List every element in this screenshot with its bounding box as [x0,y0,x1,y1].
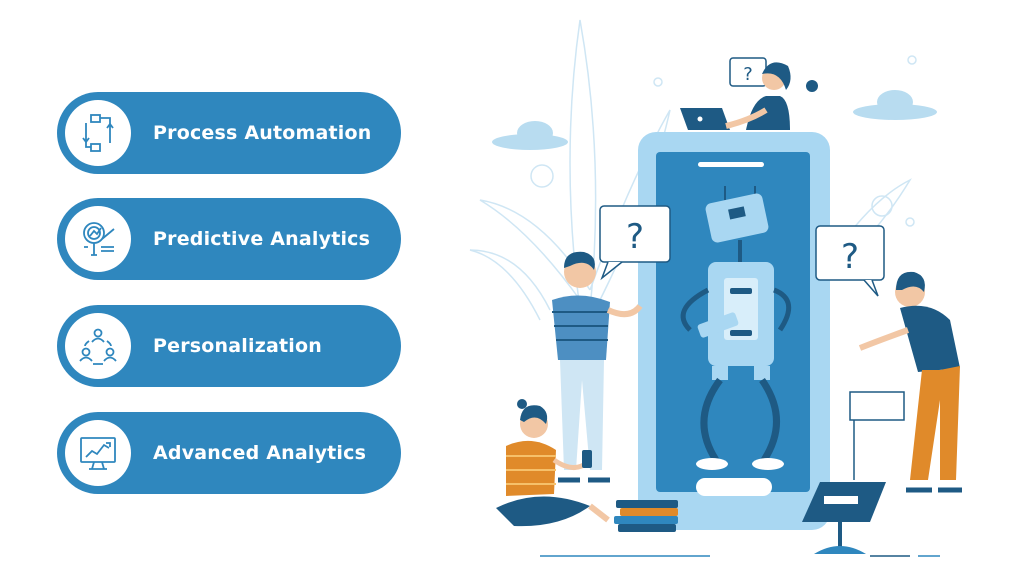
feature-label: Predictive Analytics [153,228,371,250]
users-cycle-icon [65,313,131,379]
speech-bubble [599,57,885,297]
cloud-decoration [492,90,937,150]
person-standing-right [849,271,962,493]
feature-personalization: Personalization [57,305,401,387]
book-stack [614,500,678,532]
person-standing-left [552,251,643,483]
feature-label: Personalization [153,335,322,357]
feature-label: Advanced Analytics [153,442,367,464]
monitor-chart-icon [65,420,131,486]
question-mark: ? [626,217,644,257]
feature-predictive-analytics: Predictive Analytics [57,198,401,280]
magnifier-chart-icon [65,206,131,272]
feature-advanced-analytics: Advanced Analytics [57,412,401,494]
person-laptop [680,62,818,130]
robot-figure [680,186,792,470]
process-cycle-icon [65,100,131,166]
question-mark: ? [841,237,859,277]
feature-process-automation: Process Automation [57,92,401,174]
sign-stand [802,482,886,554]
feature-label: Process Automation [153,122,372,144]
person-sitting [496,399,610,527]
chatbot-illustration: ? ? ? [469,19,962,557]
question-mark: ? [743,64,753,85]
